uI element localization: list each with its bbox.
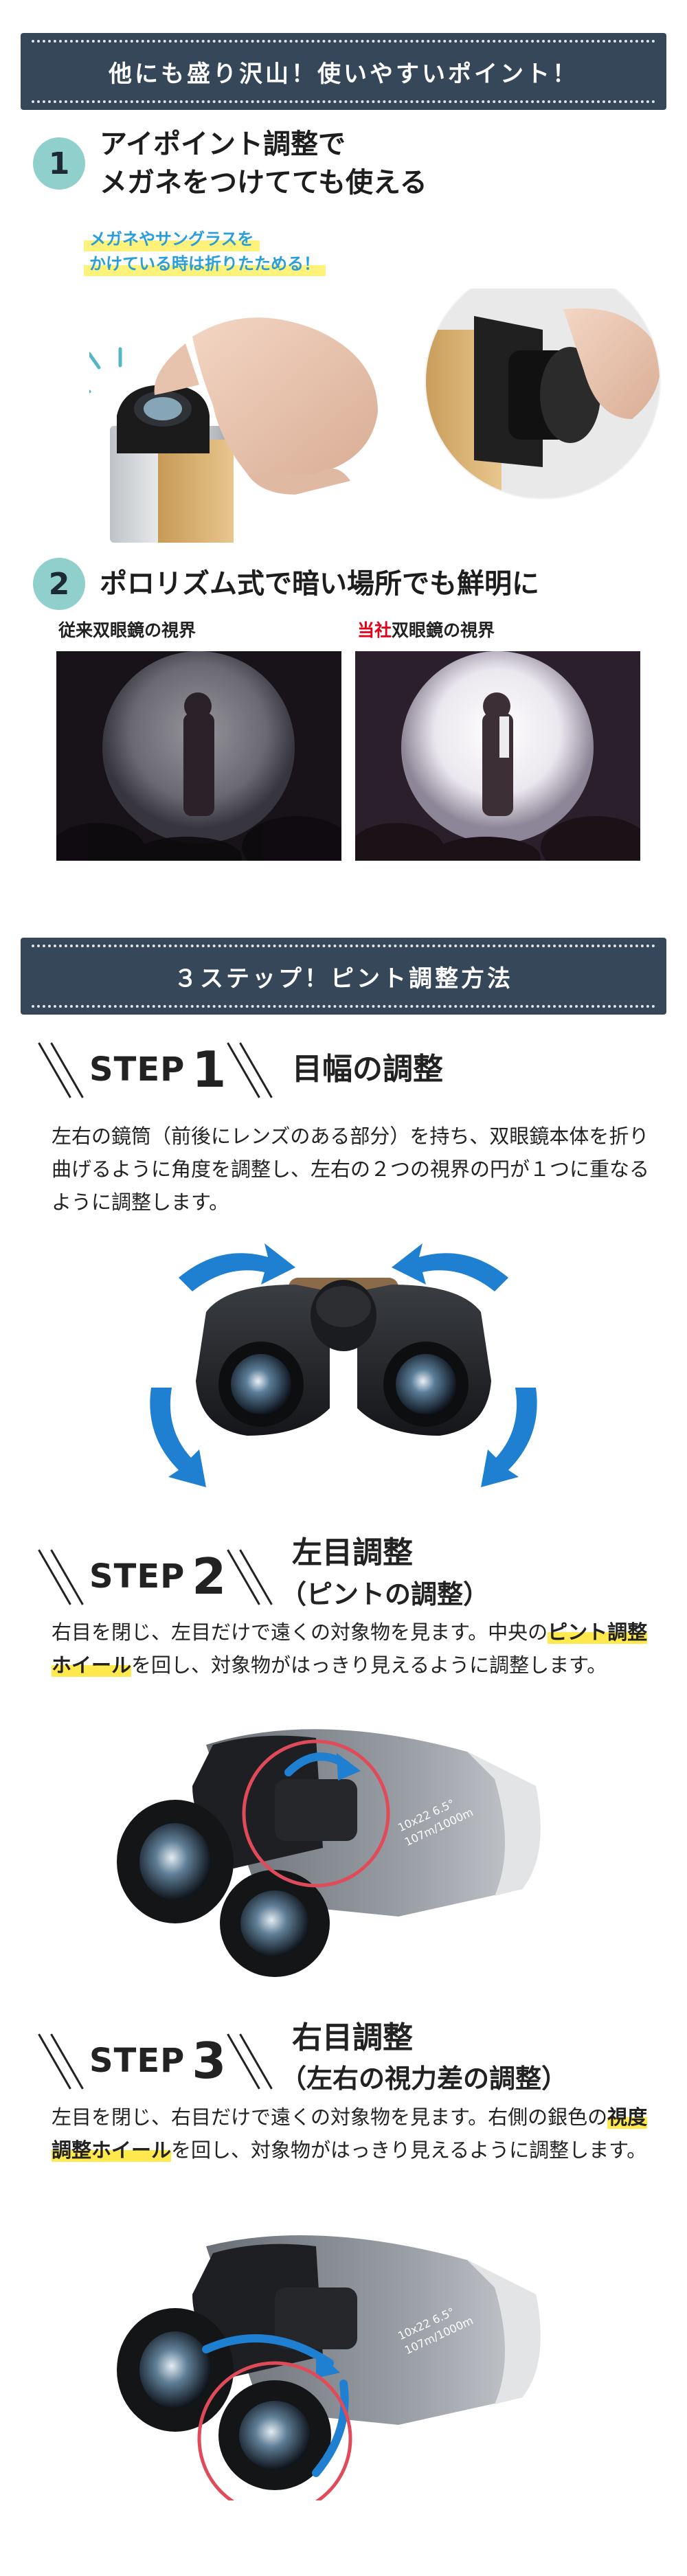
step3-description: 左目を閉じ、右目だけで遠くの対象物を見ます。右側の銀色の視度調整ホイールを回し、…: [52, 2101, 656, 2167]
conventional-view-photo: [56, 651, 341, 861]
step3-title: 右目調整: [292, 2020, 413, 2055]
banner-text: ３ステップ！ピント調整方法: [174, 964, 513, 993]
section-banner-features: 他にも盛り沢山！使いやすいポイント！: [21, 33, 666, 110]
our-binocular-view-photo: [355, 651, 640, 861]
slash-mark-icon: [227, 1539, 278, 1614]
step3-desc-before: 左目を閉じ、右目だけで遠くの対象物を見ます。右側の銀色の: [52, 2105, 608, 2129]
slash-mark-icon: [227, 1032, 278, 1107]
step3-desc-after: を回し、対象物がはっきり見えるように調整します。: [171, 2138, 647, 2162]
step2-title: 左目調整: [292, 1535, 413, 1570]
step2-desc-before: 右目を閉じ、左目だけで遠くの対象物を見ます。中央の: [52, 1620, 548, 1644]
banner-text: 他にも盛り沢山！使いやすいポイント！: [109, 60, 578, 88]
point-number: 2: [48, 566, 70, 602]
point1-note-line1: メガネやサングラスを: [84, 227, 260, 251]
slash-mark-icon: [227, 2023, 278, 2099]
rotate-arrow-icon: [150, 1243, 537, 1487]
point2-title: ポロリズム式で暗い場所でも鮮明に: [100, 568, 539, 600]
step2-description: 右目を閉じ、左目だけで遠くの対象物を見ます。中央のピント調整ホイールを回し、対象…: [52, 1616, 656, 1682]
point1-title: アイポイント調整で メガネをつけてても使える: [100, 125, 427, 202]
point-number: 1: [48, 146, 70, 181]
step-word: STEP: [89, 1557, 185, 1596]
sparkle-marks-icon: [89, 347, 122, 394]
step-number: 2: [192, 1548, 227, 1605]
step1-binocular-illustration: [150, 1243, 537, 1487]
point1-title-line1: アイポイント調整で: [100, 128, 346, 160]
slash-mark-icon: [38, 2023, 89, 2099]
step1-heading: STEP 1: [38, 1032, 278, 1107]
step2-binocular-illustration: 10x22 6.5° 107m/1000m: [117, 1729, 541, 1977]
eyecup-photo: [89, 289, 661, 543]
caption-ours-rest: 双眼鏡の視界: [392, 620, 495, 640]
step3-heading: STEP 3: [38, 2023, 278, 2099]
diopter-wheel-highlight-circle: [197, 2361, 352, 2500]
slash-mark-icon: [38, 1539, 89, 1614]
step-number: 1: [192, 1041, 227, 1098]
section-banner-steps: ３ステップ！ピント調整方法: [21, 938, 666, 1015]
rotate-arrow-icon: [202, 2334, 334, 2367]
caption-conventional: 従来双眼鏡の視界: [58, 620, 196, 640]
step2-heading: STEP 2: [38, 1539, 278, 1614]
step2-subtitle: （ピントの調整）: [280, 1579, 490, 1609]
point-number-badge: 1: [33, 137, 85, 190]
step3-subtitle: （左右の視力差の調整）: [280, 2064, 568, 2094]
step-word: STEP: [89, 2042, 185, 2080]
caption-ours: 当社双眼鏡の視界: [357, 617, 495, 642]
slash-mark-icon: [38, 1032, 89, 1107]
step2-desc-after: を回し、対象物がはっきり見えるように調整します。: [131, 1653, 607, 1677]
step3-binocular-illustration: 10x22 6.5° 107m/1000m: [117, 2235, 541, 2500]
point-number-badge: 2: [33, 558, 85, 610]
point1-note-line2: かけている時は折りたためる！: [84, 251, 326, 276]
point1-title-line2: メガネをつけてても使える: [100, 167, 427, 199]
step1-description: 左右の鏡筒（前後にレンズのある部分）を持ち、双眼鏡本体を折り曲げるように角度を調…: [52, 1125, 650, 1214]
focus-wheel-highlight-circle: [242, 1739, 390, 1888]
step-word: STEP: [89, 1050, 185, 1089]
step1-title: 目幅の調整: [292, 1052, 443, 1087]
brand-mark: 当社: [357, 620, 392, 640]
step-number: 3: [192, 2032, 227, 2090]
